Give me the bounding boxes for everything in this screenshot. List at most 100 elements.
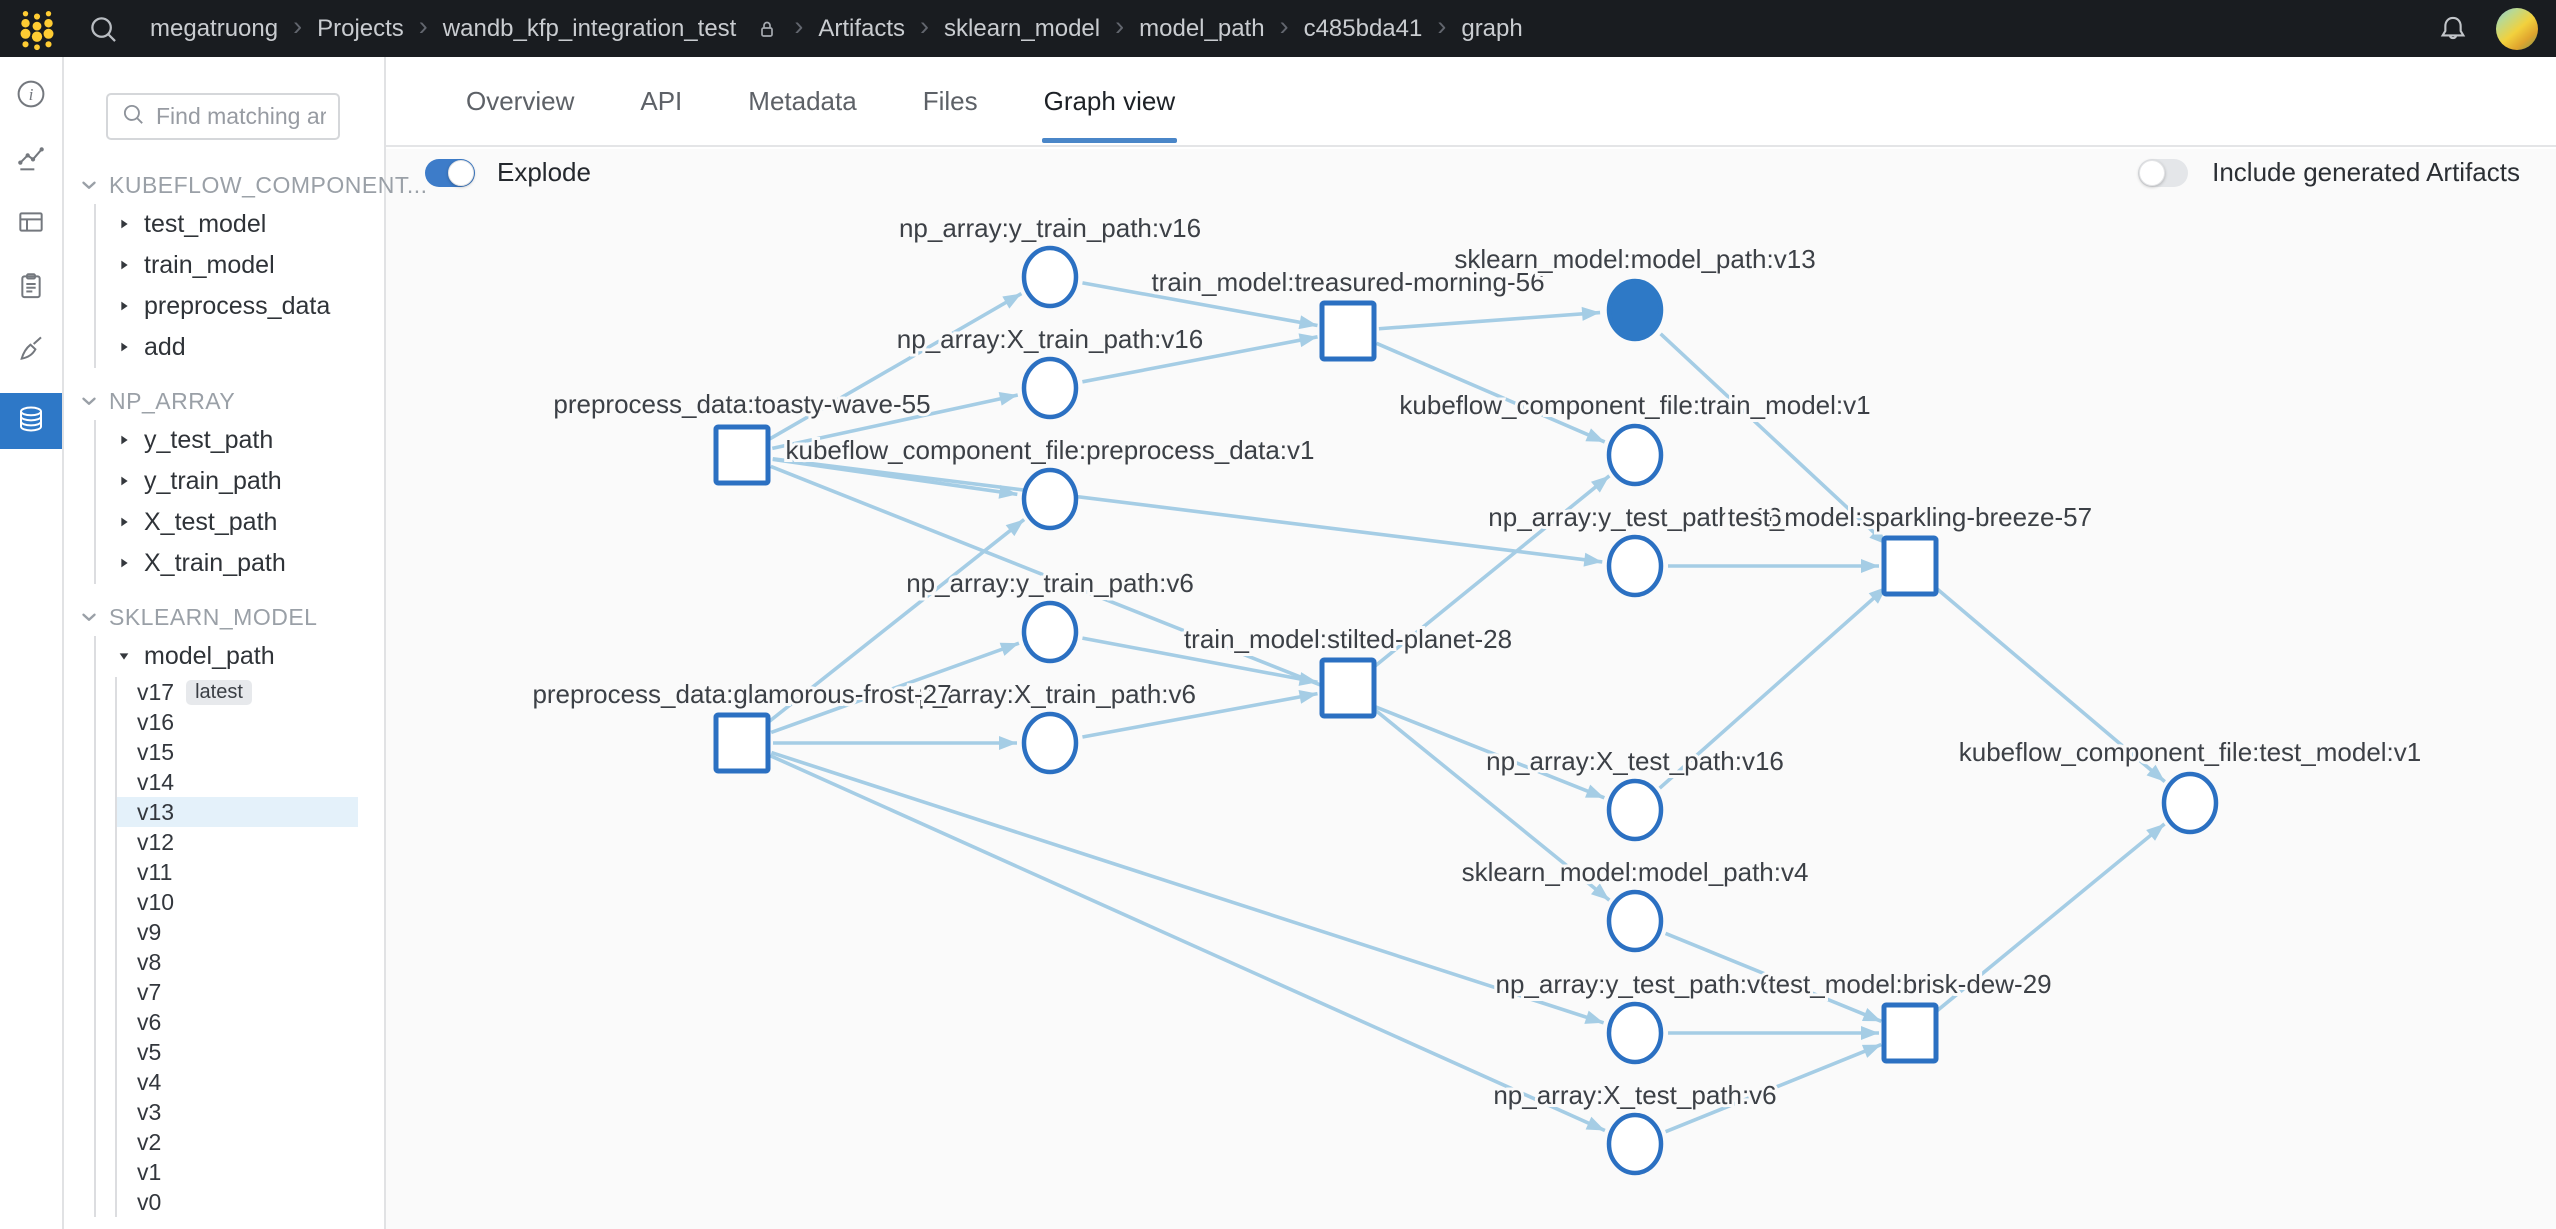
wandb-logo[interactable] xyxy=(14,6,60,52)
tree-item-y_train_path[interactable]: y_train_path xyxy=(96,461,384,502)
tree-item-train_model[interactable]: train_model xyxy=(96,245,384,286)
avatar[interactable] xyxy=(2496,7,2538,50)
graph-node-label: kubeflow_component_file:train_model:v1 xyxy=(1399,390,1870,420)
graph-node-brisk[interactable] xyxy=(1881,1002,1939,1064)
graph-node-y_test6[interactable] xyxy=(1606,1001,1664,1065)
graph-node-model13[interactable] xyxy=(1606,278,1664,342)
rail-item-tables[interactable] xyxy=(0,201,62,247)
lock-icon xyxy=(755,17,779,41)
version-item-v1[interactable]: v1 xyxy=(117,1157,358,1187)
tree-item-add[interactable]: add xyxy=(96,327,384,368)
rail-item-artifacts[interactable] xyxy=(0,393,62,449)
version-item-v2[interactable]: v2 xyxy=(117,1127,358,1157)
graph-node-X_train6[interactable] xyxy=(1021,711,1079,775)
artifact-search-box[interactable] xyxy=(106,93,340,140)
breadcrumb-item[interactable]: sklearn_model xyxy=(944,14,1101,42)
version-item-v0[interactable]: v0 xyxy=(117,1187,358,1217)
version-item-v7[interactable]: v7 xyxy=(117,977,358,1007)
version-item-v10[interactable]: v10 xyxy=(117,887,358,917)
breadcrumb-item[interactable]: graph xyxy=(1461,14,1523,42)
breadcrumb-item[interactable]: model_path xyxy=(1139,14,1265,42)
version-item-v12[interactable]: v12 xyxy=(117,827,358,857)
graph-edge xyxy=(1658,585,1889,790)
tab-api[interactable]: API xyxy=(640,85,683,116)
tree-item-label: train_model xyxy=(144,251,275,279)
rail-item-reports[interactable] xyxy=(0,265,62,311)
graph-edge xyxy=(769,754,1606,1133)
graph-node-y_test16[interactable] xyxy=(1606,534,1664,598)
tree-section-header[interactable]: NP_ARRAY xyxy=(64,382,384,420)
graph-node-label: train_model:treasured-morning-56 xyxy=(1151,267,1544,297)
reports-icon xyxy=(15,270,47,307)
tab-overview[interactable]: Overview xyxy=(466,85,575,116)
tab-metadata[interactable]: Metadata xyxy=(748,85,857,116)
rail-item-sweeps[interactable] xyxy=(0,329,62,375)
graph-node-glamorous[interactable] xyxy=(713,712,771,774)
search-icon[interactable] xyxy=(86,12,120,46)
version-item-v13[interactable]: v13 xyxy=(117,797,358,827)
include-generated-toggle[interactable] xyxy=(2138,158,2189,187)
tree-item-preprocess_data[interactable]: preprocess_data xyxy=(96,286,384,327)
graph-node-trainfile[interactable] xyxy=(1606,423,1664,487)
version-item-v4[interactable]: v4 xyxy=(117,1067,358,1097)
tree-item-y_test_path[interactable]: y_test_path xyxy=(96,420,384,461)
artifact-graph[interactable]: np_array:y_train_path:v16np_array:X_trai… xyxy=(386,149,2556,1229)
graph-node-label: np_array:X_train_path:v16 xyxy=(897,324,1203,354)
version-item-v8[interactable]: v8 xyxy=(117,947,358,977)
version-item-v11[interactable]: v11 xyxy=(117,857,358,887)
graph-edge xyxy=(771,392,1019,451)
graph-node-testfile[interactable] xyxy=(2161,771,2219,835)
tree-item-X_test_path[interactable]: X_test_path xyxy=(96,502,384,543)
graph-node-treasured[interactable] xyxy=(1319,300,1377,362)
graph-edge xyxy=(1370,474,1611,670)
graph-node-X_test6[interactable] xyxy=(1606,1112,1664,1176)
version-item-v3[interactable]: v3 xyxy=(117,1097,358,1127)
tree-item-test_model[interactable]: test_model xyxy=(96,204,384,245)
version-label: v1 xyxy=(137,1158,162,1185)
version-item-v6[interactable]: v6 xyxy=(117,1007,358,1037)
explode-toggle[interactable] xyxy=(425,158,475,187)
graph-node-X_test16[interactable] xyxy=(1606,778,1664,842)
tab-files[interactable]: Files xyxy=(922,85,978,116)
graph-node-label: preprocess_data:toasty-wave-55 xyxy=(553,389,930,419)
version-label: v3 xyxy=(137,1098,162,1125)
graph-node-prefile[interactable] xyxy=(1021,467,1079,531)
version-label: v5 xyxy=(137,1038,162,1065)
bell-icon[interactable] xyxy=(2436,12,2470,46)
tree-item-model_path[interactable]: model_path xyxy=(96,636,384,677)
breadcrumb-item[interactable]: Artifacts xyxy=(818,14,906,42)
breadcrumb-separator: › xyxy=(418,11,428,41)
tree-section-header[interactable]: KUBEFLOW_COMPONENT... xyxy=(64,166,427,204)
tree-item-X_train_path[interactable]: X_train_path xyxy=(96,543,384,584)
graph-node-model4[interactable] xyxy=(1606,889,1664,953)
version-item-v15[interactable]: v15 xyxy=(117,737,358,767)
version-item-v9[interactable]: v9 xyxy=(117,917,358,947)
version-item-v16[interactable]: v16 xyxy=(117,707,358,737)
artifact-search-input[interactable] xyxy=(156,103,326,130)
breadcrumb-item[interactable]: megatruong xyxy=(150,14,279,42)
version-item-v14[interactable]: v14 xyxy=(117,767,358,797)
rail-item-info[interactable]: i xyxy=(0,73,62,119)
graph-node-y_train6[interactable] xyxy=(1021,600,1079,664)
chevron-down-icon xyxy=(78,390,100,412)
rail-item-charts[interactable] xyxy=(0,137,62,183)
breadcrumb-separator: › xyxy=(1279,11,1289,41)
top-navbar: megatruong › Projects › wandb_kfp_integratio… xyxy=(0,0,2556,57)
tree-section-header[interactable]: SKLEARN_MODEL xyxy=(64,598,384,636)
graph-node-sparkling[interactable] xyxy=(1881,535,1939,597)
graph-node-toasty[interactable] xyxy=(713,424,771,486)
graph-node-stilted[interactable] xyxy=(1319,657,1377,719)
graph-node-X_train16[interactable] xyxy=(1021,356,1079,420)
graph-edge xyxy=(1375,341,1606,444)
breadcrumb-item[interactable]: wandb_kfp_integration_test xyxy=(442,14,737,42)
version-item-v5[interactable]: v5 xyxy=(117,1037,358,1067)
graph-node-y_train16[interactable] xyxy=(1021,245,1079,309)
breadcrumb-item[interactable]: c485bda41 xyxy=(1303,14,1423,42)
breadcrumb-item[interactable]: Projects xyxy=(317,14,404,42)
graph-edge xyxy=(1932,584,2166,784)
graph-edge xyxy=(772,457,1603,567)
tab-graph-view[interactable]: Graph view xyxy=(1041,85,1177,143)
